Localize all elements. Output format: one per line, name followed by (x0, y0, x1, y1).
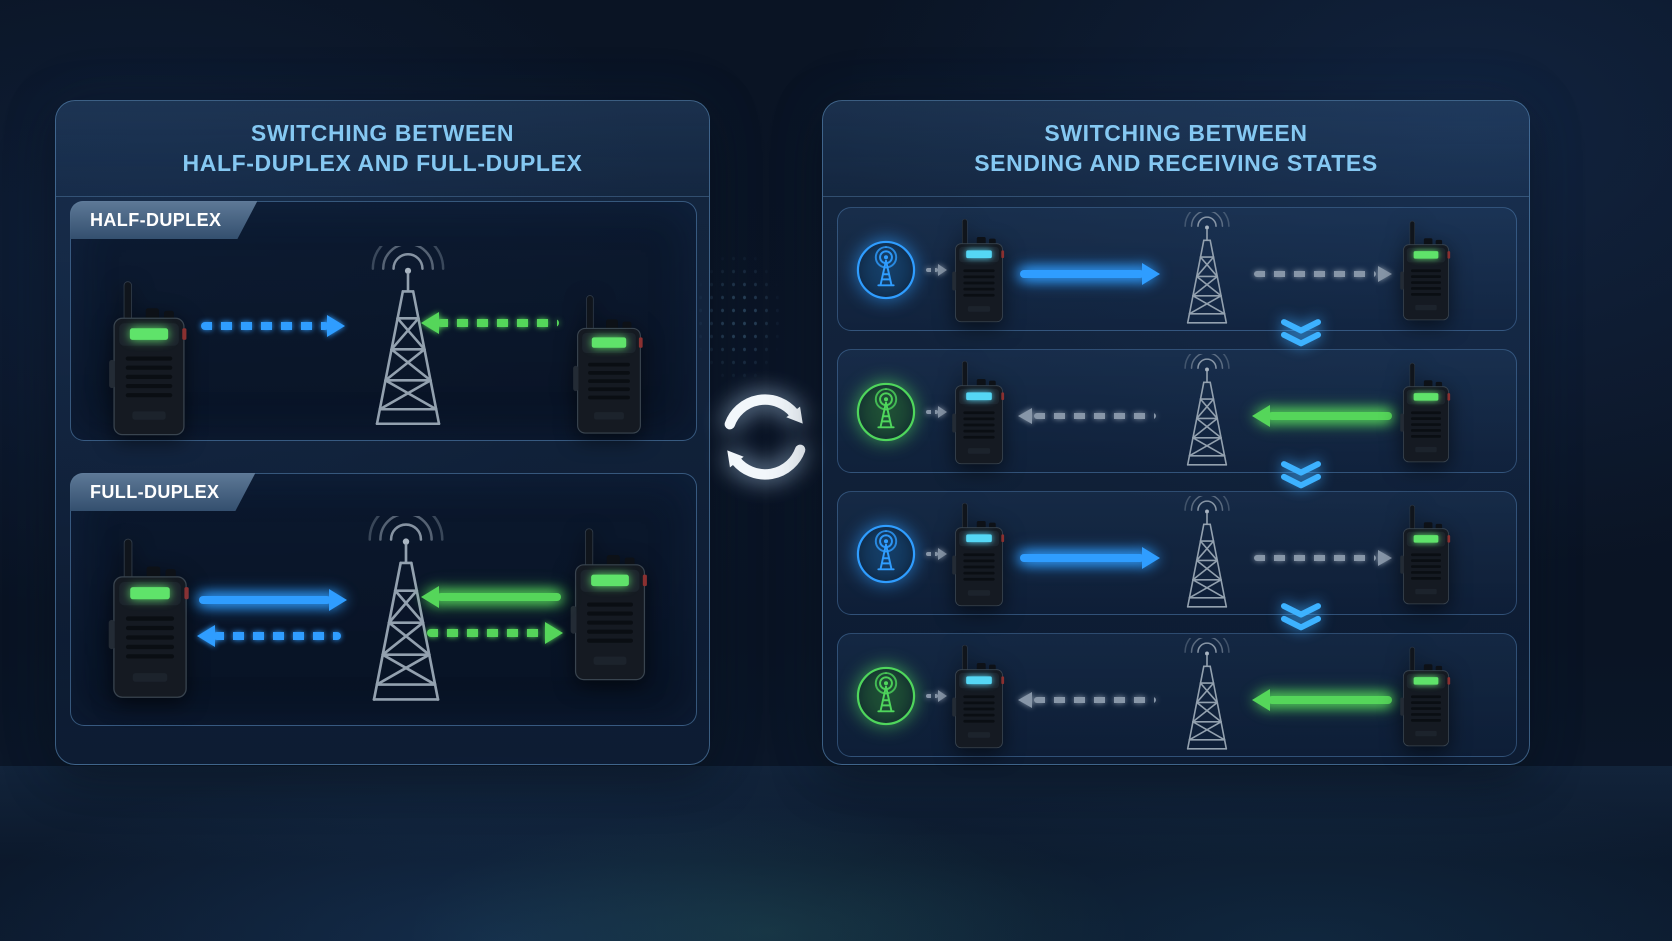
dashed-gray-arrow-right (1254, 550, 1392, 566)
chevron-down-icon (1278, 319, 1324, 349)
walkie-talkie-icon (1398, 362, 1454, 464)
signal-tower-green-icon (856, 666, 916, 726)
duplex-title-line1: SWITCHING BETWEEN (250, 120, 515, 146)
radio-tower-icon (1184, 354, 1230, 466)
dashed-gray-arrow-left (1018, 692, 1156, 708)
signal-tower-blue-icon (856, 240, 916, 300)
states-title-line2: SENDING AND RECEIVING STATES (974, 150, 1378, 176)
walkie-talkie-icon (950, 644, 1008, 750)
cycle-sync-icon (713, 385, 817, 489)
solid-green-arrow-left (1252, 689, 1392, 711)
state-row-receiving (837, 633, 1517, 757)
duplex-modes-panel: SWITCHING BETWEEN HALF-DUPLEX AND FULL-D… (55, 100, 710, 765)
walkie-talkie-icon (1398, 504, 1454, 606)
state-row-sending (837, 491, 1517, 615)
solid-blue-arrow-right (1020, 263, 1160, 285)
signal-tower-blue-icon (856, 524, 916, 584)
half-duplex-section: HALF-DUPLEX (70, 201, 697, 441)
half-duplex-label: HALF-DUPLEX (70, 201, 257, 239)
states-panel-header: SWITCHING BETWEEN SENDING AND RECEIVING … (823, 101, 1529, 197)
full-duplex-label: FULL-DUPLEX (70, 473, 255, 511)
walkie-talkie-icon (950, 218, 1008, 324)
chevron-down-icon (1278, 461, 1324, 491)
radio-tower-icon (368, 516, 444, 701)
dashed-green-arrow-left (421, 312, 559, 334)
walkie-talkie-icon (1398, 646, 1454, 748)
walkie-talkie-icon (1398, 220, 1454, 322)
radio-tower-icon (1184, 212, 1230, 324)
solid-blue-arrow-right (1020, 547, 1160, 569)
full-duplex-section: FULL-DUPLEX (70, 473, 697, 726)
send-receive-states-panel: SWITCHING BETWEEN SENDING AND RECEIVING … (822, 100, 1530, 765)
dashed-gray-arrow-right (1254, 266, 1392, 282)
radio-tower-icon (1184, 496, 1230, 608)
mini-gray-arrow (926, 548, 947, 560)
dashed-blue-arrow-left (197, 625, 341, 647)
walkie-talkie-icon (569, 294, 649, 436)
radio-tower-icon (371, 246, 445, 426)
walkie-talkie-icon (107, 536, 193, 702)
signal-tower-green-icon (856, 382, 916, 442)
floor-glow (0, 766, 1672, 941)
dots-decoration (695, 252, 781, 384)
walkie-talkie-icon (569, 520, 651, 690)
walkie-talkie-icon (950, 502, 1008, 608)
mini-gray-arrow (926, 264, 947, 276)
walkie-talkie-icon (950, 360, 1008, 466)
state-row-sending (837, 207, 1517, 331)
solid-green-arrow-left (1252, 405, 1392, 427)
dashed-gray-arrow-left (1018, 408, 1156, 424)
mini-gray-arrow (926, 690, 947, 702)
solid-blue-arrow-right (199, 589, 347, 611)
dashed-blue-arrow-right (201, 315, 345, 337)
state-row-receiving (837, 349, 1517, 473)
states-title-line1: SWITCHING BETWEEN (1044, 120, 1308, 146)
dashed-green-arrow-right (427, 622, 563, 644)
chevron-down-icon (1278, 603, 1324, 633)
duplex-panel-header: SWITCHING BETWEEN HALF-DUPLEX AND FULL-D… (56, 101, 709, 197)
walkie-talkie-icon (107, 280, 191, 438)
radio-tower-icon (1184, 638, 1230, 750)
solid-green-arrow-left (421, 586, 561, 608)
duplex-title-line2: HALF-DUPLEX AND FULL-DUPLEX (182, 150, 583, 176)
mini-gray-arrow (926, 406, 947, 418)
